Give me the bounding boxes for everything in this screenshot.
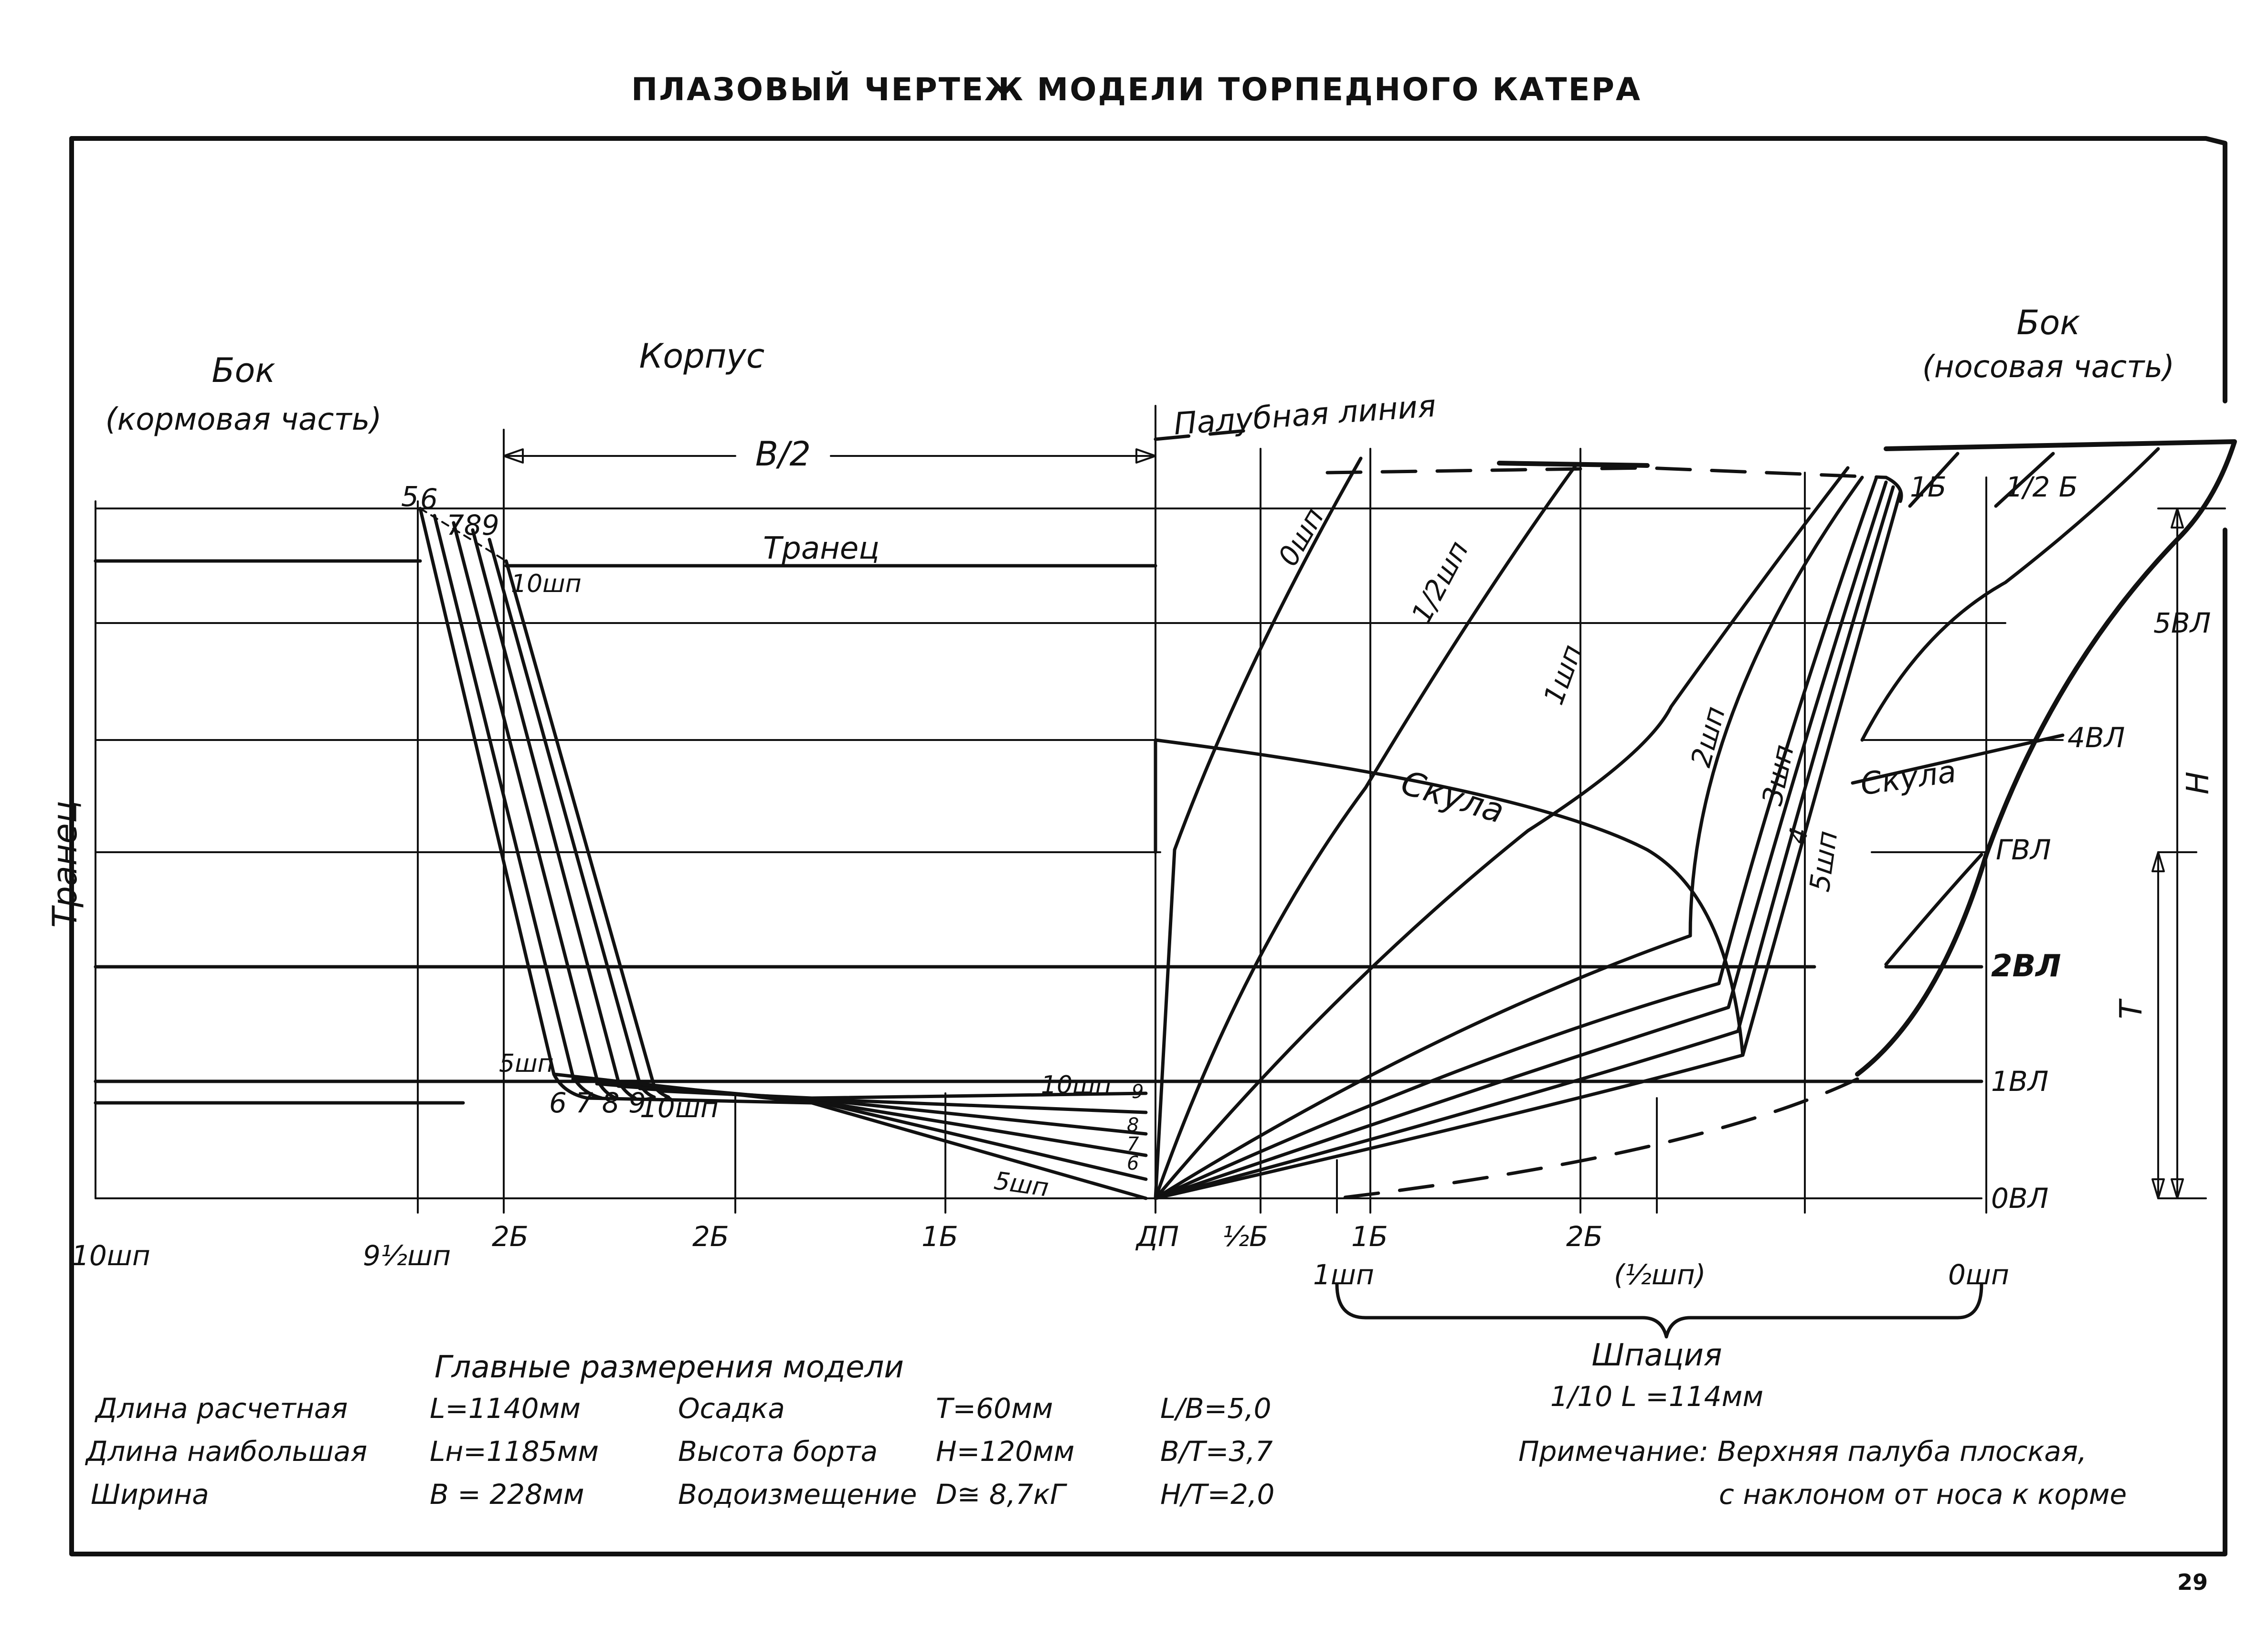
half-beam-label: В/2: [755, 434, 811, 474]
stern-frames-789: 789: [446, 509, 499, 541]
stern-side-subtitle: (кормовая часть): [106, 402, 382, 437]
dim-name-2: Осадка: [678, 1392, 785, 1425]
transom-label: Транец: [763, 531, 880, 566]
dim-name: Ширина: [91, 1478, 209, 1511]
stern-frame-5-bottom: 5шп: [499, 1049, 554, 1078]
dim-value-2: Н=120мм: [936, 1435, 1074, 1468]
stern-frames-6-9: 6 7 8 9: [549, 1087, 646, 1119]
spacing-value: 1/10 L =114мм: [1550, 1380, 1763, 1413]
dim-ratio: В/Т=3,7: [1160, 1435, 1273, 1468]
bow-side-title: Бок: [2016, 303, 2080, 342]
waterline-grid: [94, 405, 2064, 1214]
stern-frames: [418, 507, 1148, 1200]
depth-h-label: Н: [2181, 772, 2216, 794]
axis-1b-left: 1Б: [922, 1220, 958, 1253]
height-dimensions: [2151, 508, 2226, 1199]
axis-frame-10: 10шп: [72, 1239, 150, 1272]
spacing-label: Шпация: [1591, 1338, 1722, 1373]
dim-value: L=1140мм: [430, 1392, 581, 1425]
dim-ratio: L/B=5,0: [1160, 1392, 1271, 1425]
deck-line-label: Палубная линия: [1173, 389, 1437, 442]
waterline-1: 1ВЛ: [1991, 1065, 2048, 1098]
dimensions-row-2: Длина наибольшая Lн=1185мм Высота борта …: [85, 1435, 1273, 1468]
waterline-4: 4ВЛ: [2067, 721, 2125, 754]
page-number: 29: [2177, 1569, 2208, 1595]
bow-frame-half: 1/2шп: [1405, 536, 1475, 629]
buttock-1b-top: 1Б: [1910, 471, 1947, 503]
transom-vertical-label: Транец: [45, 801, 85, 928]
axis-frame-1: 1шп: [1313, 1258, 1374, 1291]
draft-t-label: Т: [2114, 998, 2149, 1019]
keel-frame-8: 8: [1127, 1114, 1139, 1136]
bow-profile: [1335, 439, 2237, 1200]
waterline-0: 0ВЛ: [1991, 1182, 2048, 1215]
note-line-2: с наклоном от носа к корме: [1719, 1478, 2127, 1511]
deck-line: [1154, 428, 1903, 503]
stern-frame-6: 6: [420, 483, 438, 515]
dim-name: Длина наибольшая: [85, 1435, 367, 1468]
axis-frame-half: (½шп): [1614, 1258, 1706, 1291]
dim-value: Lн=1185мм: [430, 1435, 599, 1468]
dimensions-heading: Главные размерения модели: [435, 1350, 904, 1385]
dim-name-2: Водоизмещение: [678, 1478, 917, 1511]
bow-frames: [1154, 456, 1902, 1200]
keel-frame-10: 10шп: [1041, 1071, 1112, 1100]
dim-value: В = 228мм: [430, 1478, 584, 1511]
chine-label-body: Скула: [1397, 763, 1509, 831]
keel-frame-6: 6: [1127, 1153, 1139, 1174]
bow-frame-2: 2шп: [1685, 703, 1732, 770]
chine-label-bow: Скула: [1858, 754, 1959, 803]
keel-frame-5: 5шп: [992, 1166, 1050, 1202]
axis-1b-right: 1Б: [1351, 1220, 1388, 1253]
dimensions-row-3: Ширина В = 228мм Водоизмещение D≅ 8,7кГ …: [91, 1478, 1274, 1511]
keel-frame-7: 7: [1127, 1133, 1139, 1155]
bow-frame-3: 3шп: [1756, 742, 1800, 808]
half-beam-dimension: [503, 448, 1156, 464]
axis-2b-right: 2Б: [1566, 1220, 1603, 1253]
axis-frame-0: 0шп: [1948, 1258, 2009, 1291]
buttock-half-b-top: 1/2 Б: [2005, 471, 2078, 503]
note-line-1: Примечание: Верхняя палуба плоская,: [1518, 1435, 2087, 1468]
waterline-5: 5ВЛ: [2153, 607, 2211, 639]
keel-frame-9: 9: [1132, 1081, 1144, 1103]
waterline-2: 2ВЛ: [1991, 949, 2061, 984]
dimensions-row-1: Длина расчетная L=1140мм Осадка Т=60мм L…: [94, 1392, 1271, 1425]
axis-2b-left: 2Б: [492, 1220, 529, 1253]
axis-half-b: ½Б: [1222, 1220, 1268, 1253]
bow-side-subtitle: (носовая часть): [1922, 349, 2174, 385]
stern-frame-5: 5: [401, 480, 419, 513]
stern-frame-10-bottom: 10шп: [640, 1091, 719, 1124]
body-plan-title: Корпус: [639, 337, 765, 376]
stern-frame-10-top: 10шп: [511, 570, 582, 598]
waterline-design: ГВЛ: [1996, 834, 2051, 866]
drawing-frame: [69, 136, 2227, 1556]
axis-centerline: ДП: [1135, 1220, 1179, 1253]
bow-frame-0: 0шп: [1272, 502, 1330, 571]
dim-value-2: D≅ 8,7кГ: [936, 1478, 1068, 1511]
dim-ratio: Н/Т=2,0: [1160, 1478, 1274, 1511]
stern-side-title: Бок: [212, 351, 275, 390]
axis-2b-mid: 2Б: [692, 1220, 729, 1253]
spacing-brace: [1335, 1282, 1983, 1339]
dim-name: Длина расчетная: [94, 1392, 348, 1425]
dim-value-2: Т=60мм: [936, 1392, 1053, 1425]
dim-name-2: Высота борта: [678, 1435, 878, 1468]
drawing-title: ПЛАЗОВЫЙ ЧЕРТЕЖ МОДЕЛИ ТОРПЕДНОГО КАТЕРА: [631, 71, 1642, 108]
axis-frame-9-half: 9½шп: [363, 1239, 451, 1272]
